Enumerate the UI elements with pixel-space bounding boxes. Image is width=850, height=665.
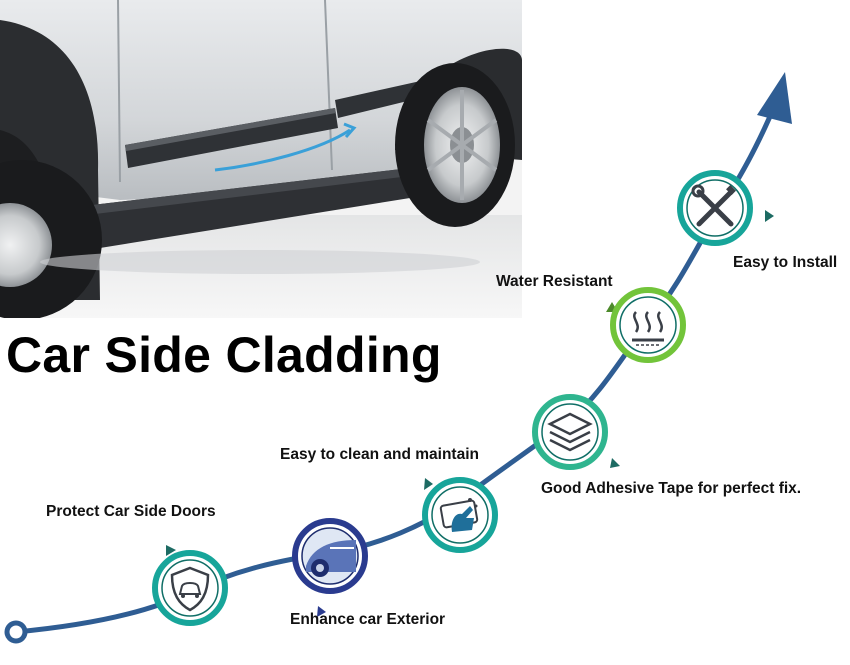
car-side-icon [292,518,368,594]
wrench-screwdriver-icon [677,170,753,246]
feature-label-exterior: Enhance car Exterior [290,611,446,628]
adhesive-tape-layers-icon [532,394,608,470]
start-ring-icon [4,620,28,644]
feature-label-adhesive: Good Adhesive Tape for perfect fix. [541,480,802,497]
curve-line [15,104,778,635]
water-resistant-icon [610,287,686,363]
cleaning-hand-icon [422,477,498,553]
feature-label-install: Easy to Install [733,254,838,271]
feature-label-water: Water Resistant [496,273,613,290]
page-title: Car Side Cladding [6,327,442,383]
feature-label-protect: Protect Car Side Doors [46,503,216,520]
feature-label-clean: Easy to clean and maintain [280,446,479,463]
arrow-head-icon [757,72,792,124]
car-shield-icon [152,550,228,626]
product-photo [0,0,522,318]
